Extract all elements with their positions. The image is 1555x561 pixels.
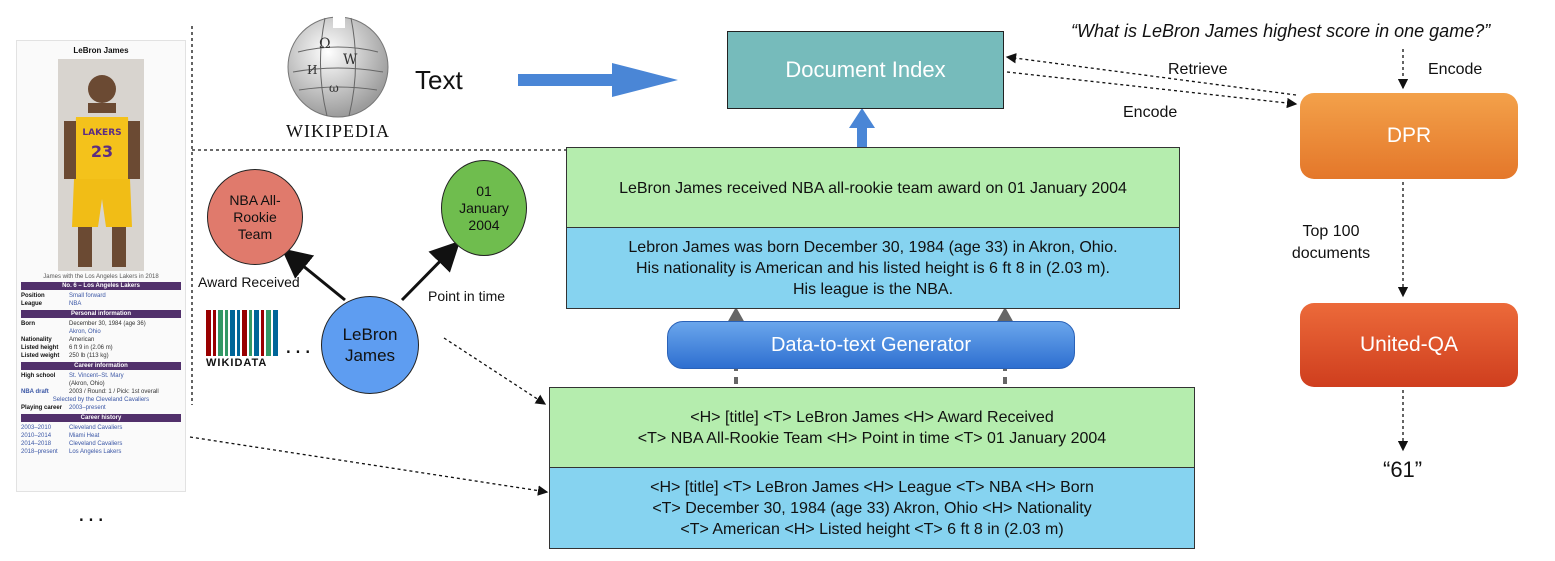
infobox-personal-header: Personal information (21, 310, 181, 318)
wikipedia-wordmark: WIKIPEDIA (286, 121, 390, 141)
linearized-blue-line: <T> December 30, 1984 (age 33) Akron, Oh… (652, 499, 1092, 517)
svg-text:Ω: Ω (319, 36, 331, 52)
verbalized-blue-box: Lebron James was born December 30, 1984 … (566, 227, 1180, 309)
node-date: 01 January 2004 (441, 160, 527, 256)
dpr-box: DPR (1300, 93, 1518, 179)
infobox-career-header: Career information (21, 362, 181, 370)
infobox-title: LeBron James (73, 46, 129, 55)
verbalized-blue-line: Lebron James was born December 30, 1984 … (628, 238, 1118, 256)
infobox-ellipsis: ... (78, 500, 108, 527)
verbalized-blue-line: His league is the NBA. (792, 280, 954, 298)
node-center: LeBron James (321, 296, 419, 394)
node-center-label: LeBron James (342, 325, 398, 365)
node-award: NBA All-Rookie Team (207, 169, 303, 265)
infobox-selected-note: Selected by the Cleveland Cavaliers (52, 397, 150, 403)
top-docs-label: Top 100 documents (1291, 223, 1371, 262)
wikipedia-globe-icon: Ω W И ω (285, 14, 391, 120)
edge-time-line (400, 240, 461, 302)
infobox-row: (Akron, Ohio) (69, 381, 105, 387)
linearized-green-line: <H> [title] <T> LeBron James <H> Award R… (690, 409, 1054, 426)
svg-text:ω: ω (329, 81, 339, 95)
node-award-label: NBA All-Rookie Team (229, 191, 281, 242)
document-index-box: Document Index (727, 31, 1004, 109)
edge-award-label: Award Received (198, 274, 300, 290)
wikipedia-infobox: LeBron James LAKERS 23 James with the Lo… (16, 40, 186, 492)
jersey-number: 23 (91, 142, 113, 161)
united-qa-box: United-QA (1300, 303, 1518, 387)
wikidata-barcode-icon (206, 310, 280, 356)
infobox-caption: James with the Los Angeles Lakers in 201… (43, 274, 159, 280)
text-label: Text (415, 65, 463, 95)
graph-to-linearized-arrow (443, 337, 547, 405)
linearized-green-box: <H> [title] <T> LeBron James <H> Award R… (549, 387, 1195, 469)
data-to-text-generator: Data-to-text Generator (667, 321, 1075, 369)
edge-time-label: Point in time (428, 288, 506, 304)
verbalized-blue-line: His nationality is American and his list… (635, 259, 1110, 277)
linearized-green-line: <T> NBA All-Rookie Team <H> Point in tim… (637, 430, 1107, 447)
encode-docs-arrow (1006, 71, 1298, 109)
svg-text:W: W (343, 52, 358, 68)
infobox-row: Akron, Ohio (69, 329, 101, 335)
svg-text:И: И (307, 63, 317, 77)
verbalized-green-text: LeBron James received NBA all-rookie tea… (619, 179, 1127, 197)
encode-docs-label: Encode (1123, 104, 1178, 121)
linearized-blue-line: <T> American <H> Listed height <T> 6 ft … (680, 520, 1064, 538)
verbalized-green-box: LeBron James received NBA all-rookie tea… (566, 147, 1180, 229)
text-to-index-arrow (518, 63, 678, 97)
linearized-blue-line: <H> [title] <T> LeBron James <H> League … (650, 478, 1094, 496)
wikidata-wordmark: WIKIDATA (206, 357, 268, 369)
node-date-label: 01 January 2004 (459, 182, 509, 233)
jersey-label: LAKERS (82, 128, 121, 138)
question-text: “What is LeBron James highest score in o… (1071, 21, 1491, 41)
infobox-to-linearized-arrow (189, 436, 549, 496)
retrieve-label: Retrieve (1168, 61, 1228, 78)
edge-award-line (281, 248, 346, 302)
lebron-photo-icon: LAKERS 23 (58, 59, 144, 271)
generator-to-index-arrow (849, 108, 875, 147)
infobox-history-header: Career history (21, 414, 181, 422)
retrieve-arrow (1005, 53, 1297, 96)
answer-text: “61” (1383, 457, 1423, 482)
infobox-team-header: No. 6 – Los Angeles Lakers (21, 282, 181, 290)
encode-query-label: Encode (1428, 61, 1483, 78)
linearized-blue-box: <H> [title] <T> LeBron James <H> League … (549, 467, 1195, 549)
graph-ellipsis: ... (285, 332, 315, 359)
